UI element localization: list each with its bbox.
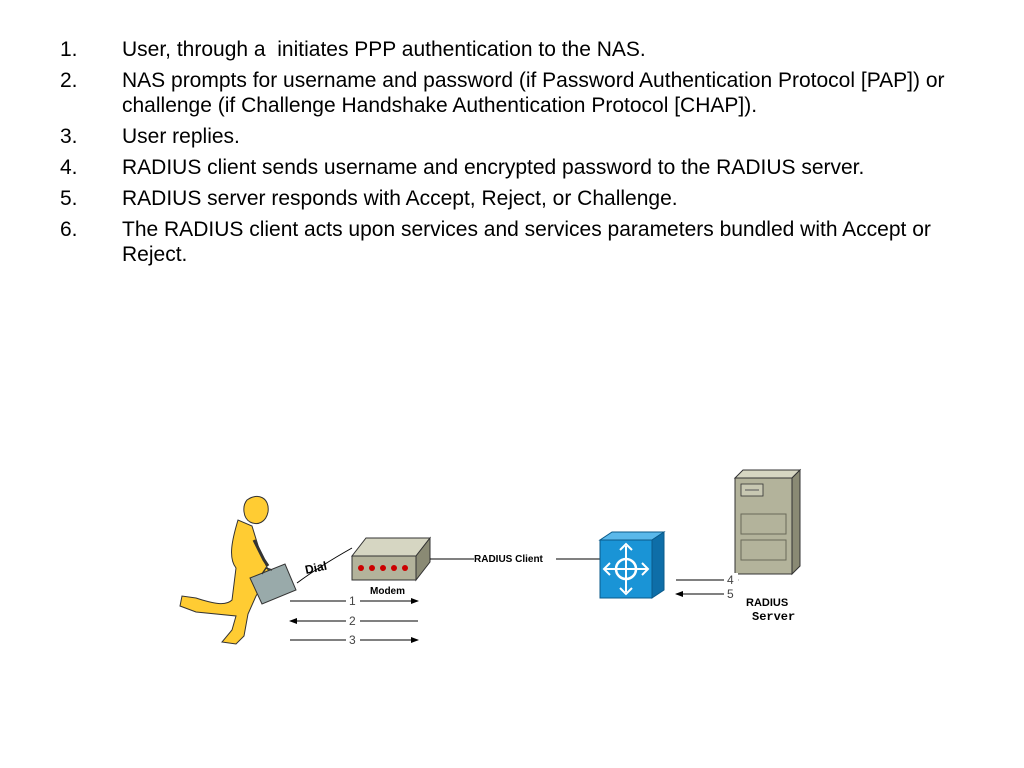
step-item: 2. NAS prompts for username and password… <box>60 68 960 118</box>
briefcase-icon <box>249 563 297 605</box>
arrow-2-label-bg <box>346 614 360 627</box>
step-item: 5. RADIUS server responds with Accept, R… <box>60 186 960 211</box>
server-label-line1: RADIUS <box>746 597 788 609</box>
step-text: User replies. <box>122 125 240 148</box>
step-text: RADIUS client sends username and encrypt… <box>122 156 865 179</box>
arrow-5-label-bg <box>724 587 738 600</box>
step-number: 6. <box>60 218 78 241</box>
step-item: 3. User replies. <box>60 124 960 149</box>
arrow-2-label: 2 <box>349 614 356 628</box>
step-number: 4. <box>60 156 78 179</box>
step-item: 4. RADIUS client sends username and encr… <box>60 155 960 180</box>
arrow-1-label: 1 <box>349 594 356 608</box>
dial-connection <box>296 547 353 584</box>
radius-client-label: RADIUS Client <box>474 554 544 565</box>
step-text: NAS prompts for username and password (i… <box>122 69 951 117</box>
modem-label: Modem <box>370 586 405 597</box>
user-figure-icon <box>179 496 271 645</box>
arrow-3-label: 3 <box>349 633 356 647</box>
modem-icon <box>350 536 432 582</box>
arrow-3-label-bg <box>346 633 360 646</box>
step-text: The RADIUS client acts upon services and… <box>122 218 937 266</box>
arrow-5-label: 5 <box>727 587 734 601</box>
arrow-4-label: 4 <box>727 573 734 587</box>
step-item: 1. User, through a initiates PPP authent… <box>60 37 960 62</box>
step-number: 1. <box>60 38 78 61</box>
step-text: User, through a initiates PPP authentica… <box>122 38 646 61</box>
step-text: RADIUS server responds with Accept, Reje… <box>122 187 678 210</box>
dial-label: Dial <box>304 559 328 577</box>
step-number: 2. <box>60 69 78 92</box>
step-list: 1. User, through a initiates PPP authent… <box>60 37 960 273</box>
arrow-4-label-bg <box>724 573 738 586</box>
server-label-line2: Server <box>752 610 795 624</box>
step-number: 3. <box>60 125 78 148</box>
router-icon <box>598 531 666 599</box>
server-icon <box>733 468 802 576</box>
step-item: 6. The RADIUS client acts upon services … <box>60 217 960 267</box>
arrow-1-label-bg <box>346 594 360 607</box>
step-number: 5. <box>60 187 78 210</box>
